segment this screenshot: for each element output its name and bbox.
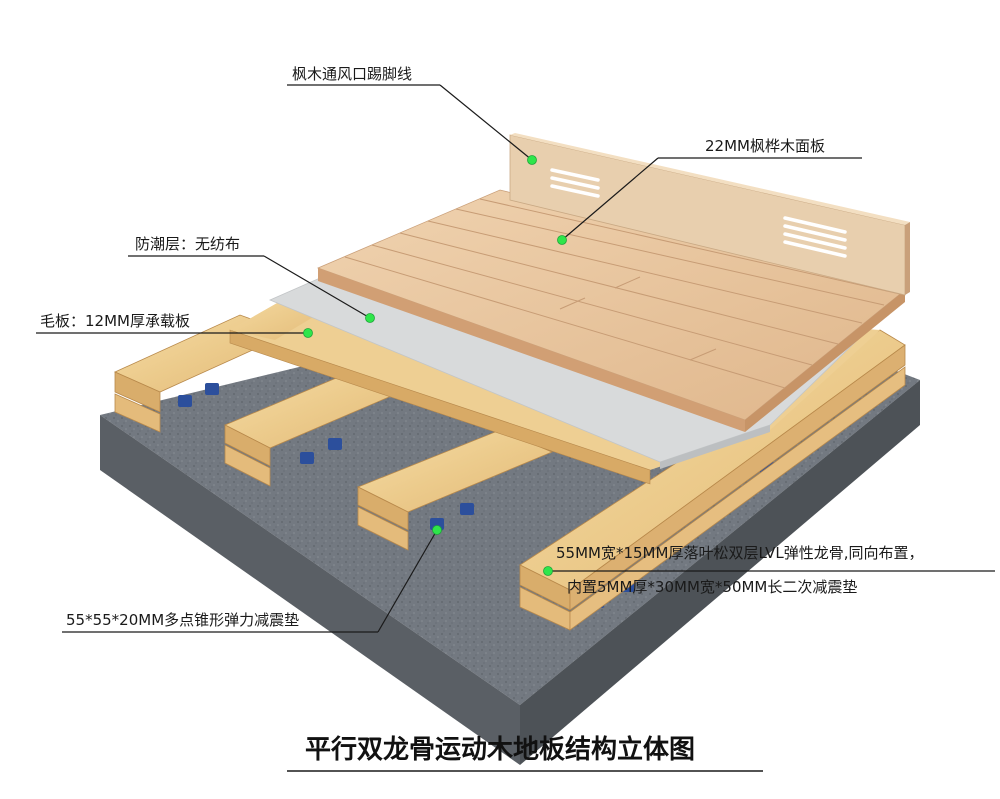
vent-right (783, 216, 847, 258)
vent-left (550, 168, 600, 198)
label-joist-line1: 55MM宽*15MM厚落叶松双层LVL弹性龙骨,同向布置， (556, 544, 924, 562)
label-pad: 55*55*20MM多点锥形弹力减震垫 (66, 611, 299, 629)
callout-pad: 55*55*20MM多点锥形弹力减震垫 (62, 525, 442, 633)
surface-panels (316, 189, 906, 432)
callouts: 枫木通风口踢脚线 22MM枫桦木面板 防潮层：无纺布 毛板：12MM厚承载板 5… (36, 65, 995, 633)
callout-joist: 55MM宽*15MM厚落叶松双层LVL弹性龙骨,同向布置， 内置5MM厚*30M… (543, 544, 995, 596)
callout-surface: 22MM枫桦木面板 (557, 137, 862, 245)
callout-baseboard: 枫木通风口踢脚线 (287, 65, 537, 165)
label-surface: 22MM枫桦木面板 (705, 137, 825, 155)
vented-baseboard (509, 133, 910, 296)
title-text: 平行双龙骨运动木地板结构立体图 (305, 734, 695, 765)
label-moisture: 防潮层：无纺布 (135, 235, 240, 253)
diagram-title: 平行双龙骨运动木地板结构立体图 (287, 734, 763, 772)
joist-3 (357, 429, 554, 551)
callout-subfloor: 毛板：12MM厚承载板 (36, 312, 313, 338)
label-subfloor: 毛板：12MM厚承载板 (40, 312, 190, 330)
label-baseboard: 枫木通风口踢脚线 (292, 65, 412, 83)
callout-moisture: 防潮层：无纺布 (128, 235, 375, 323)
label-joist-line2: 内置5MM厚*30MM宽*50MM长二次减震垫 (567, 578, 857, 596)
